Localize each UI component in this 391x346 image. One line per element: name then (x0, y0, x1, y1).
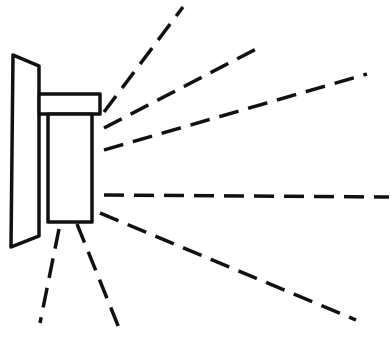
light-ray (103, 72, 368, 152)
light-ray (103, 193, 390, 199)
wall-plate (9, 53, 41, 249)
light-ray (103, 45, 261, 130)
light-ray (99, 211, 357, 322)
fixture-body (46, 112, 94, 224)
fixture-cap (37, 92, 102, 116)
light-rays (38, 5, 390, 334)
light-ray (38, 228, 61, 324)
light-ray (75, 223, 123, 334)
light-ray (102, 5, 185, 114)
light-fixture (9, 53, 102, 249)
